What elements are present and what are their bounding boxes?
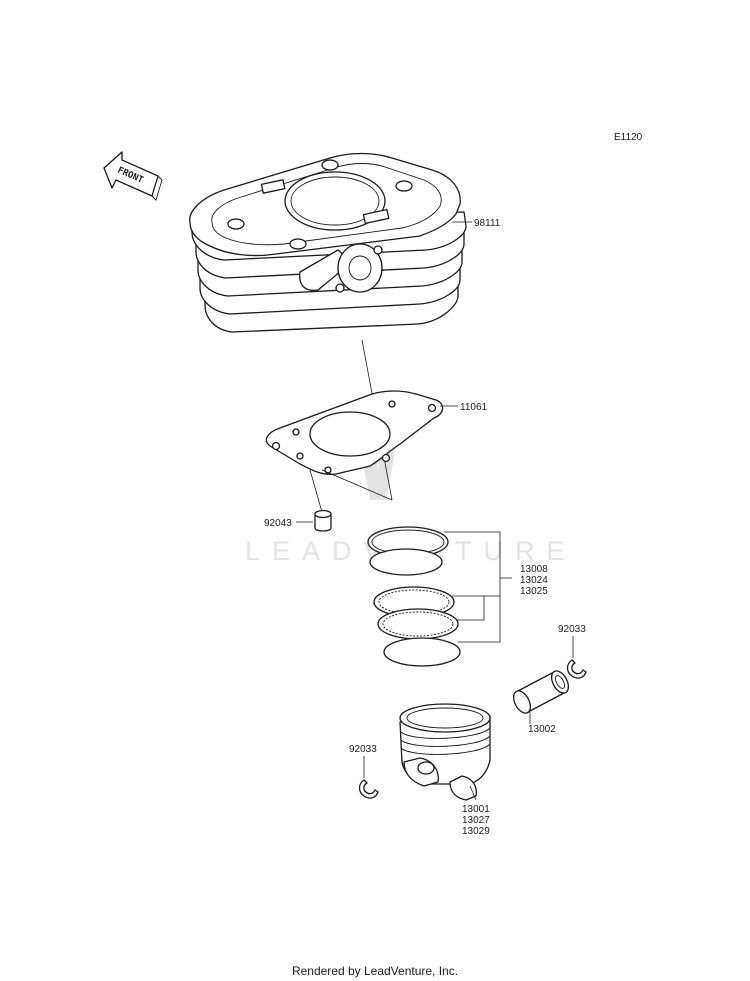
callout-piston-2: 13027 <box>462 815 490 826</box>
dowel-guide-line <box>309 469 323 513</box>
footer-credit: Rendered by LeadVenture, Inc. <box>292 964 458 978</box>
callout-leader-piston <box>469 785 477 801</box>
piston-pin <box>512 670 570 714</box>
callout-cylinder: 98111 <box>474 218 501 229</box>
callout-rings-1: 13008 <box>520 564 548 575</box>
callout-circlip-right: 92033 <box>558 624 586 635</box>
callout-piston-1: 13001 <box>462 804 490 815</box>
cylinder-block <box>189 152 467 333</box>
callout-piston-3: 13029 <box>462 826 490 837</box>
callout-rings-2: 13024 <box>520 575 548 586</box>
piston <box>399 703 491 801</box>
dowel-guide-line-2 <box>321 469 393 501</box>
callout-leader-rings <box>444 531 512 643</box>
dowel-pin <box>314 509 332 532</box>
callout-dowel: 92043 <box>264 518 292 529</box>
callout-circlip-left: 92033 <box>349 744 377 755</box>
callout-rings-3: 13025 <box>520 586 548 597</box>
front-arrow-icon: FRONT <box>103 151 163 201</box>
diagram-code: E1120 <box>614 132 643 143</box>
callout-piston-pin: 13002 <box>528 724 556 735</box>
cylinder-gasket <box>265 390 444 476</box>
circlip-left <box>358 779 379 799</box>
piston-rings <box>367 526 461 667</box>
circlip-right <box>566 659 587 679</box>
callout-gasket: 11061 <box>460 402 488 413</box>
